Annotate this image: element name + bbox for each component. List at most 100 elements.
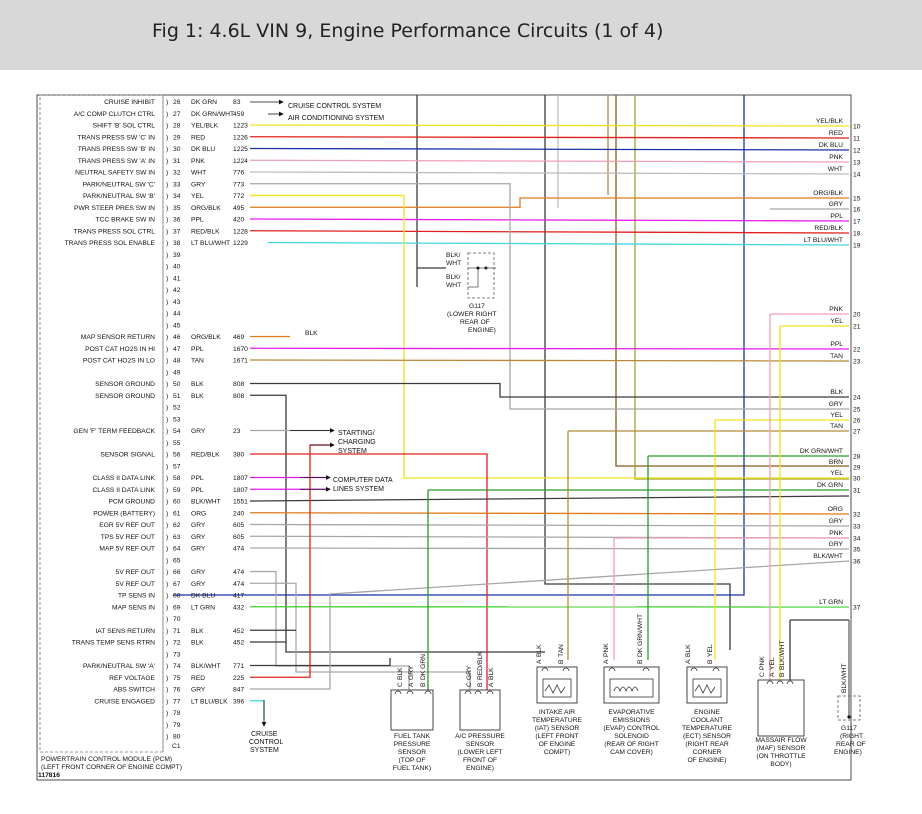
svg-text:REAR OF: REAR OF (460, 319, 490, 326)
component-label-line: EVAPORATIVE (608, 709, 655, 716)
component-wire-color: GRY (408, 665, 415, 680)
pin-number: 57 (173, 463, 181, 470)
wire-color-label: BLK/WHT (191, 499, 221, 506)
component-body (459, 689, 501, 731)
pin-number: 42 (173, 287, 181, 294)
pin-bracket: ) (166, 170, 168, 177)
component-pin-letter: A (685, 659, 692, 664)
circuit-number: 432 (233, 604, 244, 611)
pin-number: 63 (173, 534, 181, 541)
connector-number: 16 (853, 207, 861, 214)
pin-number: 45 (173, 322, 181, 329)
circuit-number: 1807 (233, 475, 248, 482)
circuit-number: 474 (233, 569, 244, 576)
pin-number: 39 (173, 252, 181, 259)
pin-label: PARK/NEUTRAL SW 'B' (83, 193, 155, 200)
wire-color-label: DK BLU (191, 146, 215, 153)
starting-charging-label-1: STARTING/ (338, 430, 375, 437)
circuit-number: 396 (233, 698, 244, 705)
thermistor-symbol (542, 678, 572, 698)
cruise-control-system-label: CRUISE CONTROL SYSTEM (288, 103, 381, 110)
component-label-line: FUEL TANK) (393, 765, 431, 772)
pin-number: 71 (173, 628, 181, 635)
pin-bracket: ) (166, 534, 168, 541)
pin-bracket: ) (166, 358, 168, 365)
component-label-line: SOLENOID (614, 733, 649, 740)
pin-bracket: ) (166, 334, 168, 341)
pin-label: 5V REF OUT (116, 581, 155, 588)
pin-number: 80 (173, 734, 181, 741)
pin-socket (562, 667, 570, 672)
wire-color-label: GRY (191, 181, 206, 188)
wire-color-label: LT BLU/BLK (191, 698, 228, 705)
pin-socket (474, 690, 482, 695)
pin-bracket: ) (166, 581, 168, 588)
pin-bracket: ) (166, 275, 168, 282)
pin-number: 66 (173, 569, 181, 576)
component-pin-letter: B (477, 682, 484, 687)
circuit-number: 452 (233, 640, 244, 647)
connector-number: 22 (853, 347, 861, 354)
component-label-line: OF ENGINE) (687, 757, 726, 764)
wire-pin-60 (249, 495, 850, 502)
svg-text:WHT: WHT (446, 260, 461, 267)
ground-g117-bottom: BLK/WHT G117 (RIGHT REAR OF ENGINE) (834, 620, 866, 756)
pin-bracket: ) (166, 546, 168, 553)
pin-number: 33 (173, 181, 181, 188)
pin-socket (642, 667, 650, 672)
pin-label: TRANS PRESS SW 'A' IN (78, 158, 155, 165)
pin-number: 70 (173, 616, 181, 623)
pin-bracket: ) (166, 287, 168, 294)
component-label-line: MASSAIR FLOW (755, 737, 807, 744)
component-label-line: TEMPERATURE (532, 717, 583, 724)
wire-color-label: YEL (191, 193, 204, 200)
pin-number: 64 (173, 546, 181, 553)
pin-number: 50 (173, 381, 181, 388)
pin-label: 5V REF OUT (116, 569, 155, 576)
pin-number: 61 (173, 510, 181, 517)
pin-row-45: )45 (166, 322, 181, 329)
svg-text:REAR OF: REAR OF (836, 741, 866, 748)
pin-number: 27 (173, 111, 181, 118)
connector-wire-color: YEL/BLK (816, 118, 844, 125)
pin-row-43: )43 (166, 299, 181, 306)
circuit-number: 1551 (233, 499, 248, 506)
wire-pin-30 (249, 147, 850, 151)
pin-bracket: ) (166, 416, 168, 423)
circuit-number: 1224 (233, 158, 248, 165)
wire-pin-51 (250, 394, 545, 653)
pin-label: PARK/NEUTRAL SW 'A' (83, 663, 155, 670)
pin-bracket: ) (166, 311, 168, 318)
pin-number: 29 (173, 134, 181, 141)
pin-bracket: ) (166, 651, 168, 658)
pin-bracket: ) (166, 522, 168, 529)
wire-color-label: RED/BLK (191, 228, 220, 235)
component-pin-letter: A (536, 659, 543, 664)
pin-socket (776, 680, 784, 685)
wire-color-label: BLK (191, 393, 204, 400)
component-label-line: (LOWER LEFT (458, 749, 503, 756)
connector-number: 10 (853, 124, 861, 131)
pin-label: NEUTRAL SAFETY SW IN (75, 170, 155, 177)
pin-bracket: ) (166, 181, 168, 188)
solenoid-symbol (609, 678, 654, 698)
pin-bracket: ) (166, 628, 168, 635)
wire-color-label: GRY (191, 569, 206, 576)
circuit-number: 474 (233, 546, 244, 553)
pin-number: 68 (173, 593, 181, 600)
pin-label: POST CAT HO2S IN LO (83, 358, 155, 365)
pcm-c1-label: C1 (172, 743, 181, 750)
component-label-line: FUEL TANK (394, 733, 430, 740)
circuit-number: 380 (233, 452, 244, 459)
component-wire-color: DK GRN (420, 654, 427, 680)
pin-number: 47 (173, 346, 181, 353)
